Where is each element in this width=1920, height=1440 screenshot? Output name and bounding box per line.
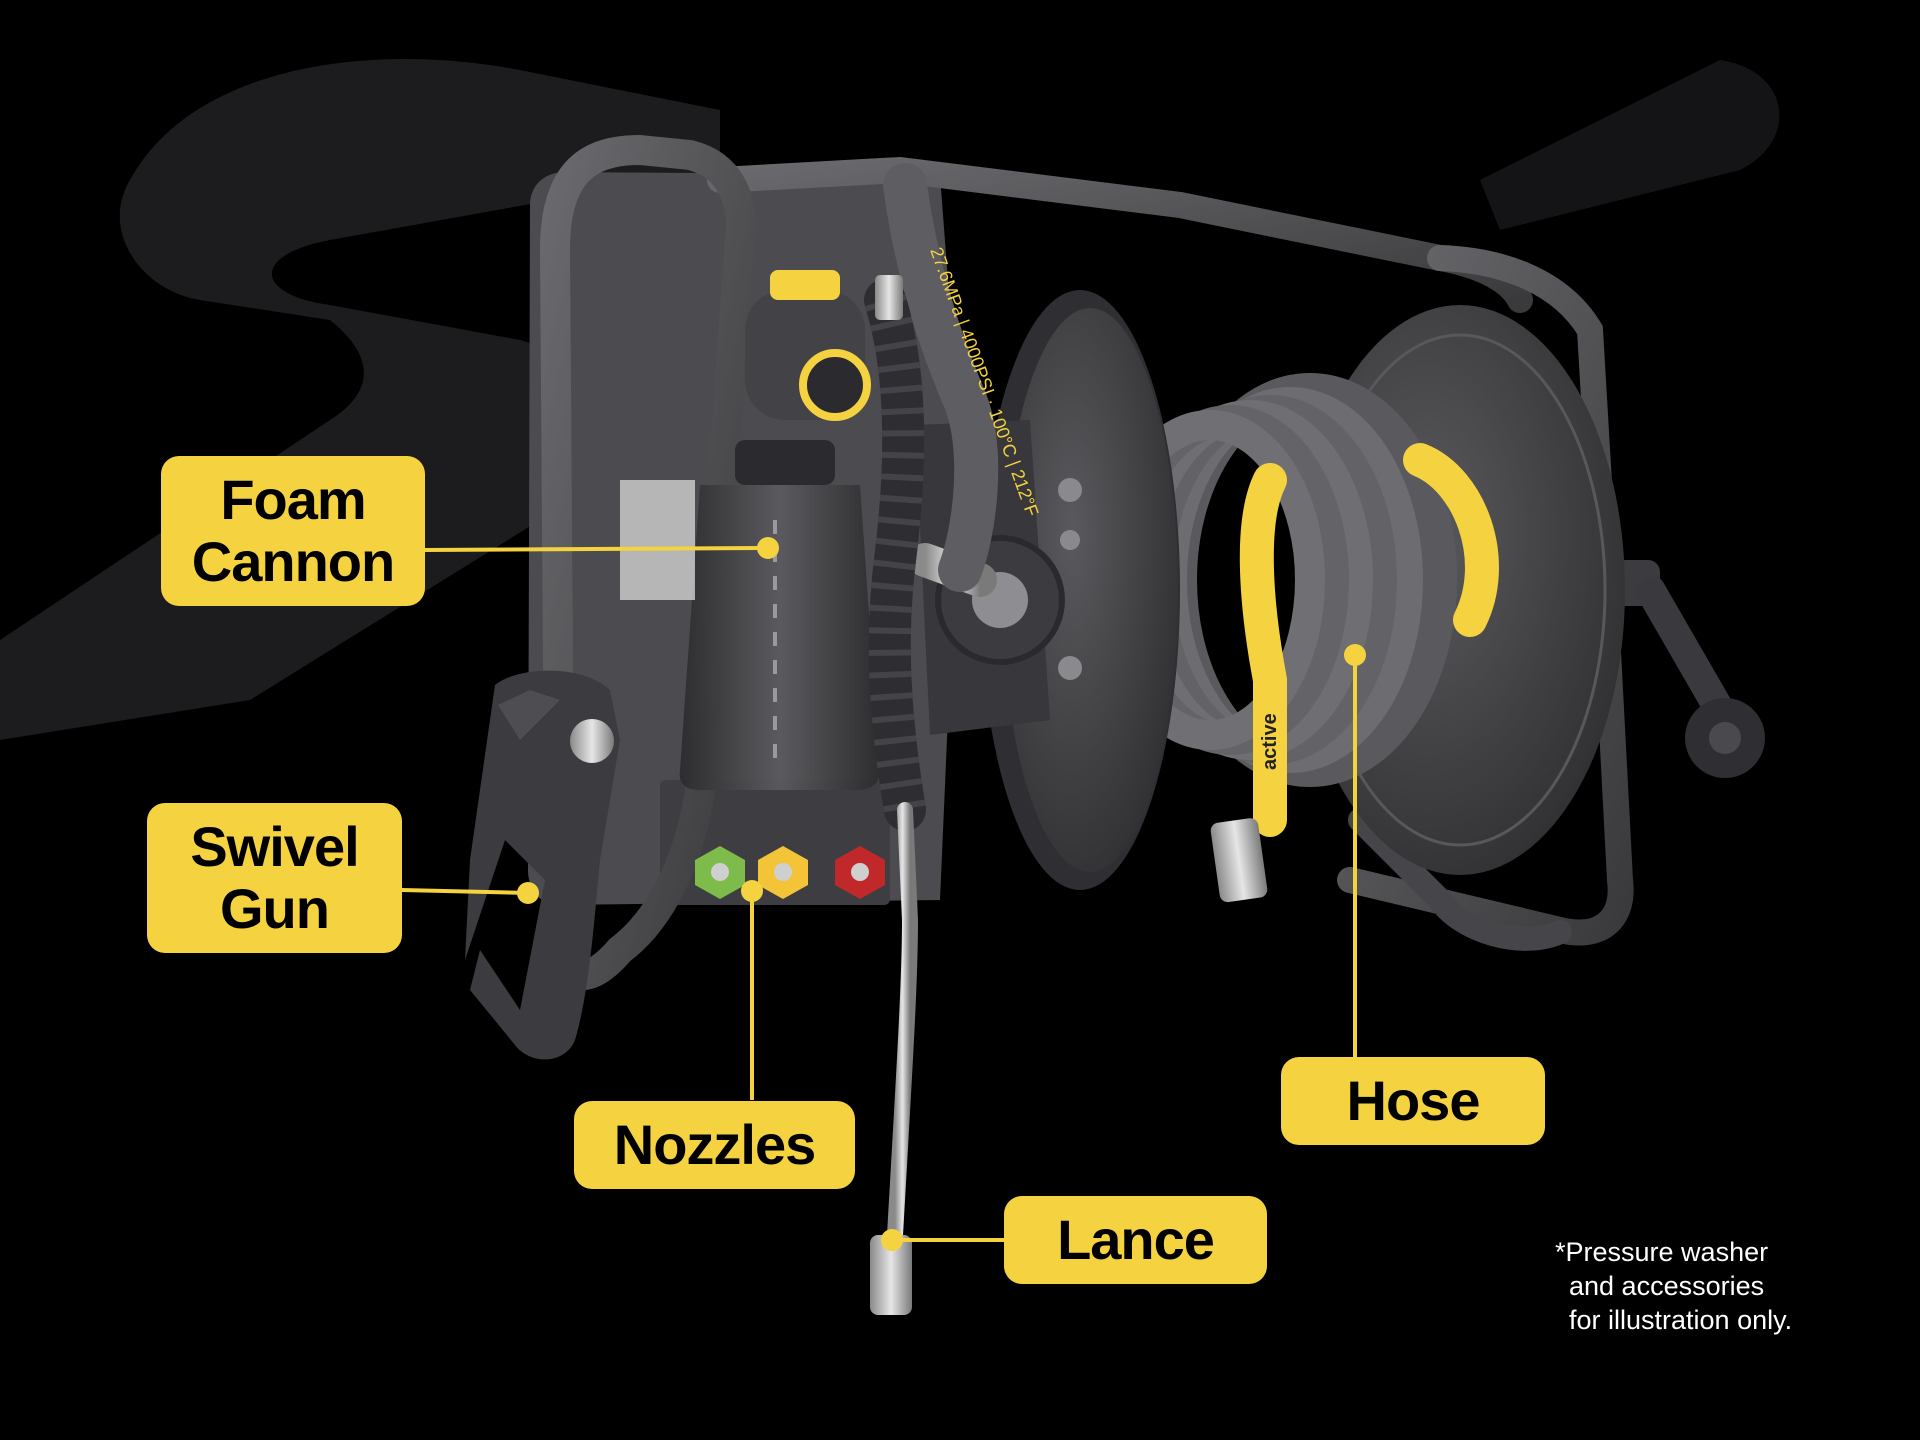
crank-arm	[1635, 576, 1735, 724]
swivel-gun	[465, 670, 620, 1060]
leader-dots	[517, 537, 1366, 1251]
nozzle-set	[695, 846, 885, 899]
swivel-gun-callout: Swivel Gun	[147, 803, 402, 953]
inlet-hose	[883, 163, 999, 592]
swivel-gun-label-1: Swivel	[190, 815, 359, 878]
foam-cannon-label-1: Foam	[220, 468, 366, 531]
swivel-gun-label-2: Gun	[220, 877, 330, 940]
lance-label: Lance	[1057, 1208, 1215, 1271]
lance-callout: Lance	[1004, 1196, 1267, 1284]
lance-top-fitting	[875, 275, 903, 320]
foam-cannon-label-2: Cannon	[191, 530, 395, 593]
right-frame-loop	[1337, 245, 1634, 946]
leader-lines	[401, 546, 1357, 1242]
lance-rod	[887, 802, 919, 1243]
foam-cannon-bottle	[679, 485, 880, 790]
nozzles-callout: Nozzles	[574, 1101, 855, 1189]
yellow-hose-brand: active	[1259, 713, 1281, 770]
foam-cannon-callout: Foam Cannon	[161, 456, 425, 606]
nozzles-label: Nozzles	[613, 1113, 816, 1176]
swivel-gun-leader	[401, 888, 529, 895]
swivel-gun-coupler	[570, 719, 614, 763]
lance-wrap	[864, 279, 926, 831]
hose-label: Hose	[1346, 1069, 1481, 1132]
foam-cannon-leader	[424, 546, 766, 552]
plate-label	[620, 480, 695, 600]
yellow-hose	[1239, 443, 1499, 837]
brand-swoosh-tail	[1480, 60, 1780, 230]
lance-fitting	[870, 1235, 912, 1315]
disclaimer-note: *Pressure washer and accessories for ill…	[1555, 1235, 1792, 1337]
hose-callout: Hose	[1281, 1057, 1545, 1145]
disclaimer-line-1: *Pressure washer	[1555, 1237, 1769, 1267]
foam-cannon-nozzle	[799, 349, 871, 421]
disclaimer-line-2: and accessories	[1569, 1271, 1765, 1301]
hose-fitting	[1210, 818, 1268, 903]
disclaimer-line-3: for illustration only.	[1569, 1305, 1793, 1335]
bottom-frame-bar	[1348, 808, 1572, 951]
